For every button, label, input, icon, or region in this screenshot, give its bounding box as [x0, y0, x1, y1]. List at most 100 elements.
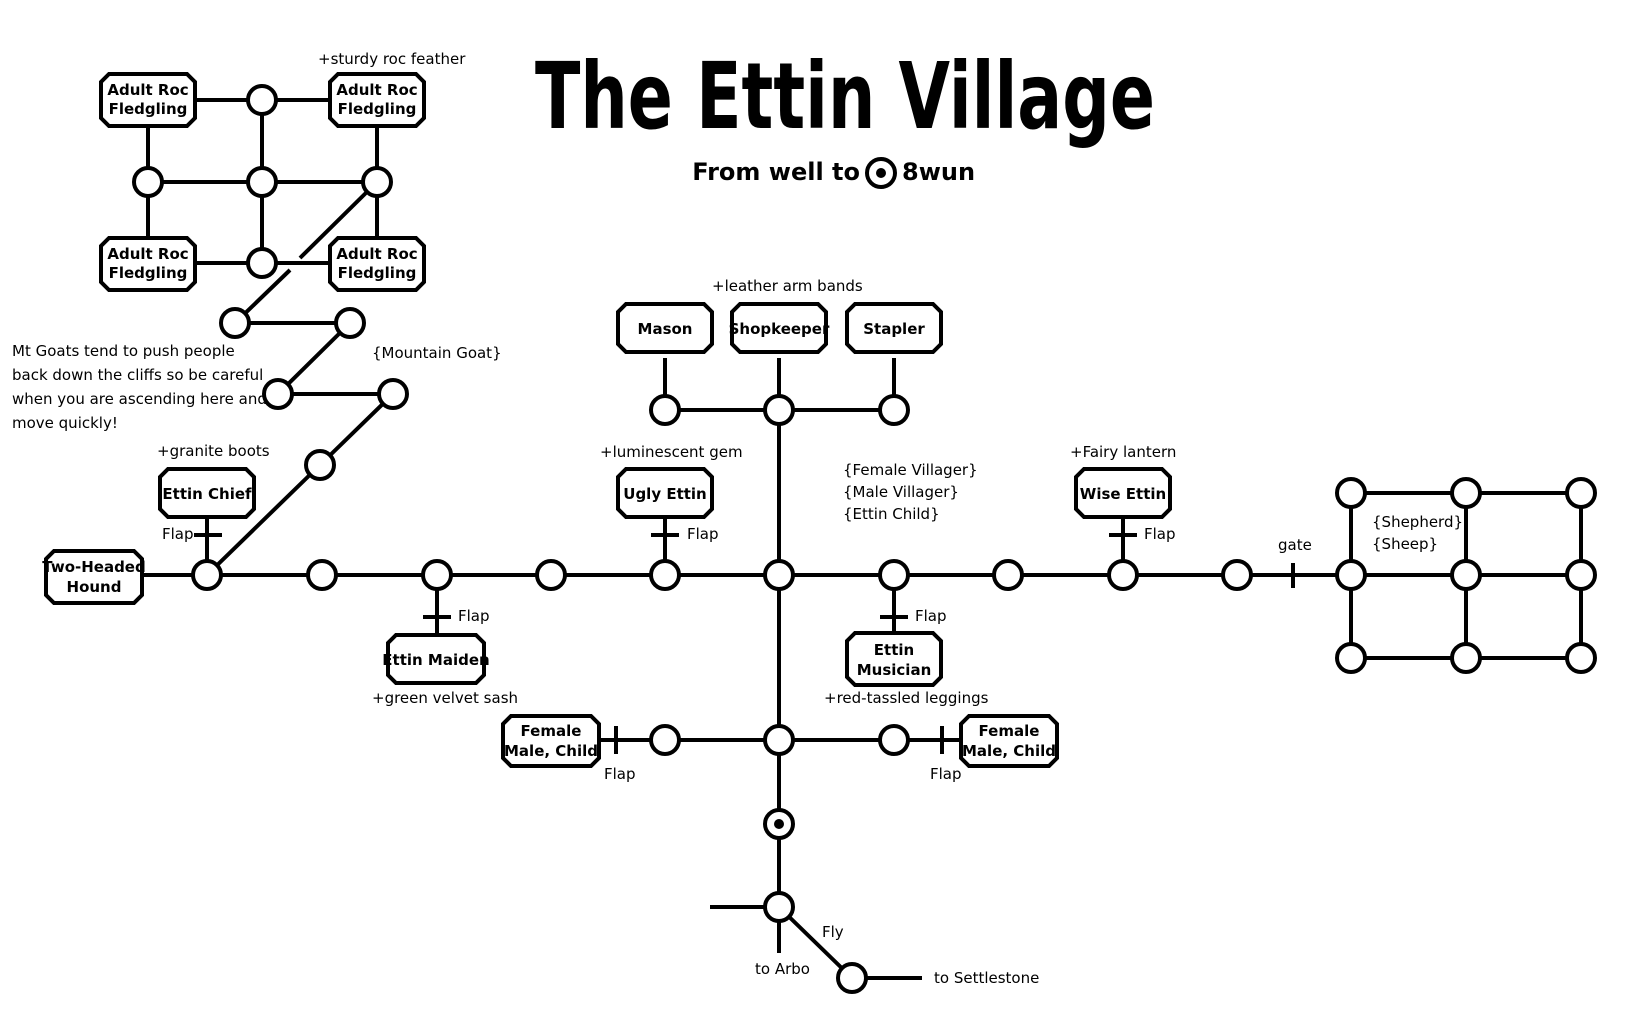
- box-label: Fledgling: [109, 264, 188, 282]
- well-marker-icon: [865, 157, 897, 189]
- map-node[interactable]: [763, 394, 795, 426]
- map-node[interactable]: [836, 962, 868, 994]
- map-node[interactable]: [878, 394, 910, 426]
- pasture-creature-label: {Sheep}: [1372, 535, 1438, 553]
- map-node[interactable]: [304, 449, 336, 481]
- box-label: Adult Roc: [336, 81, 417, 99]
- goat-warning-line: Mt Goats tend to push people: [12, 342, 235, 360]
- map-node[interactable]: [1450, 559, 1482, 591]
- npc-ugly-ettin[interactable]: Ugly Ettin: [616, 467, 714, 519]
- flap-label: Flap: [604, 765, 636, 783]
- npc-ettin-chief[interactable]: Ettin Chief: [158, 467, 256, 519]
- pasture-creature-label: {Shepherd}: [1372, 513, 1463, 531]
- exit-to-settlestone[interactable]: to Settlestone: [934, 969, 1039, 987]
- gate-label: gate: [1278, 536, 1312, 554]
- map-node[interactable]: [1335, 559, 1367, 591]
- roc-box-top-left[interactable]: Adult Roc Fledgling: [99, 72, 197, 128]
- map-node[interactable]: [1565, 477, 1597, 509]
- npc-family-right[interactable]: Female Male, Child: [959, 714, 1059, 768]
- item-green-velvet-sash: +green velvet sash: [372, 689, 518, 707]
- exit-to-arbo[interactable]: to Arbo: [755, 960, 810, 978]
- map-node[interactable]: [262, 378, 294, 410]
- map-node[interactable]: [763, 559, 795, 591]
- box-label: Wise Ettin: [1080, 485, 1166, 503]
- npc-wise-ettin[interactable]: Wise Ettin: [1074, 467, 1172, 519]
- box-label: Female: [521, 722, 582, 740]
- map-node[interactable]: [219, 307, 251, 339]
- map-node[interactable]: [361, 166, 393, 198]
- box-label: Musician: [857, 661, 932, 679]
- mountain-goat-label: {Mountain Goat}: [372, 344, 502, 362]
- npc-shopkeeper[interactable]: Shopkeeper: [729, 302, 830, 354]
- map-node[interactable]: [306, 559, 338, 591]
- map-node[interactable]: [1450, 477, 1482, 509]
- map-node[interactable]: [878, 559, 910, 591]
- npc-ettin-maiden[interactable]: Ettin Maiden: [382, 633, 490, 685]
- roc-box-top-right[interactable]: Adult Roc Fledgling: [328, 72, 426, 128]
- roc-box-bottom-left[interactable]: Adult Roc Fledgling: [99, 236, 197, 292]
- map-nodes: [132, 84, 1597, 994]
- roc-box-bottom-right[interactable]: Adult Roc Fledgling: [328, 236, 426, 292]
- item-sturdy-roc-feather: +sturdy roc feather: [318, 50, 466, 68]
- item-leather-arm-bands: +leather arm bands: [712, 277, 863, 295]
- map-node[interactable]: [377, 378, 409, 410]
- npc-mason[interactable]: Mason: [616, 302, 714, 354]
- box-label: Ettin: [874, 641, 914, 659]
- map-node[interactable]: [334, 307, 366, 339]
- map-node[interactable]: [649, 724, 681, 756]
- map-node[interactable]: [1335, 477, 1367, 509]
- map-node[interactable]: [992, 559, 1024, 591]
- map-node[interactable]: [649, 394, 681, 426]
- map-node[interactable]: [191, 559, 223, 591]
- box-label: Ettin Maiden: [382, 651, 489, 669]
- box-label: Fledgling: [109, 100, 188, 118]
- map-node[interactable]: [246, 247, 278, 279]
- flap-label: Flap: [458, 607, 490, 625]
- map-node[interactable]: [1335, 642, 1367, 674]
- map-node[interactable]: [132, 166, 164, 198]
- npc-stapler[interactable]: Stapler: [845, 302, 943, 354]
- box-label: Adult Roc: [107, 245, 188, 263]
- item-fairy-lantern: +Fairy lantern: [1070, 443, 1176, 461]
- map-node[interactable]: [246, 166, 278, 198]
- map-node[interactable]: [421, 559, 453, 591]
- item-granite-boots: +granite boots: [157, 442, 270, 460]
- villager-label: {Ettin Child}: [843, 505, 940, 523]
- map-node[interactable]: [878, 724, 910, 756]
- map-subtitle-suffix: 8wun: [902, 158, 975, 186]
- map-node[interactable]: [1565, 559, 1597, 591]
- box-label: Shopkeeper: [729, 320, 830, 338]
- item-luminescent-gem: +luminescent gem: [600, 443, 743, 461]
- flap-label: Flap: [1144, 525, 1176, 543]
- map-title: The Ettin Village: [535, 43, 1155, 150]
- npc-ettin-musician[interactable]: Ettin Musician: [845, 631, 943, 687]
- flap-label: Flap: [162, 525, 194, 543]
- map-node[interactable]: [1450, 642, 1482, 674]
- box-label: Hound: [67, 578, 122, 596]
- box-label: Adult Roc: [107, 81, 188, 99]
- box-label: Two-Headed: [42, 558, 145, 576]
- npc-family-left[interactable]: Female Male, Child: [501, 714, 601, 768]
- map-node[interactable]: [1565, 642, 1597, 674]
- map-node[interactable]: [763, 724, 795, 756]
- map-node[interactable]: [649, 559, 681, 591]
- box-label: Female: [979, 722, 1040, 740]
- map-node[interactable]: [246, 84, 278, 116]
- npc-two-headed-hound[interactable]: Two-Headed Hound: [42, 549, 146, 605]
- flap-ticks: [194, 533, 1295, 754]
- map-node[interactable]: [763, 891, 795, 923]
- map-node[interactable]: [1221, 559, 1253, 591]
- flap-label: Flap: [915, 607, 947, 625]
- well-node-icon[interactable]: [763, 808, 795, 840]
- map-node[interactable]: [535, 559, 567, 591]
- goat-warning-line: when you are ascending here and: [12, 390, 267, 408]
- box-label: Male, Child: [504, 742, 598, 760]
- box-label: Ugly Ettin: [623, 485, 706, 503]
- map-node[interactable]: [1107, 559, 1139, 591]
- box-label: Mason: [638, 320, 693, 338]
- flap-label: Flap: [930, 765, 962, 783]
- box-label: Male, Child: [962, 742, 1056, 760]
- map-paths: [142, 98, 1583, 980]
- flap-label: Flap: [687, 525, 719, 543]
